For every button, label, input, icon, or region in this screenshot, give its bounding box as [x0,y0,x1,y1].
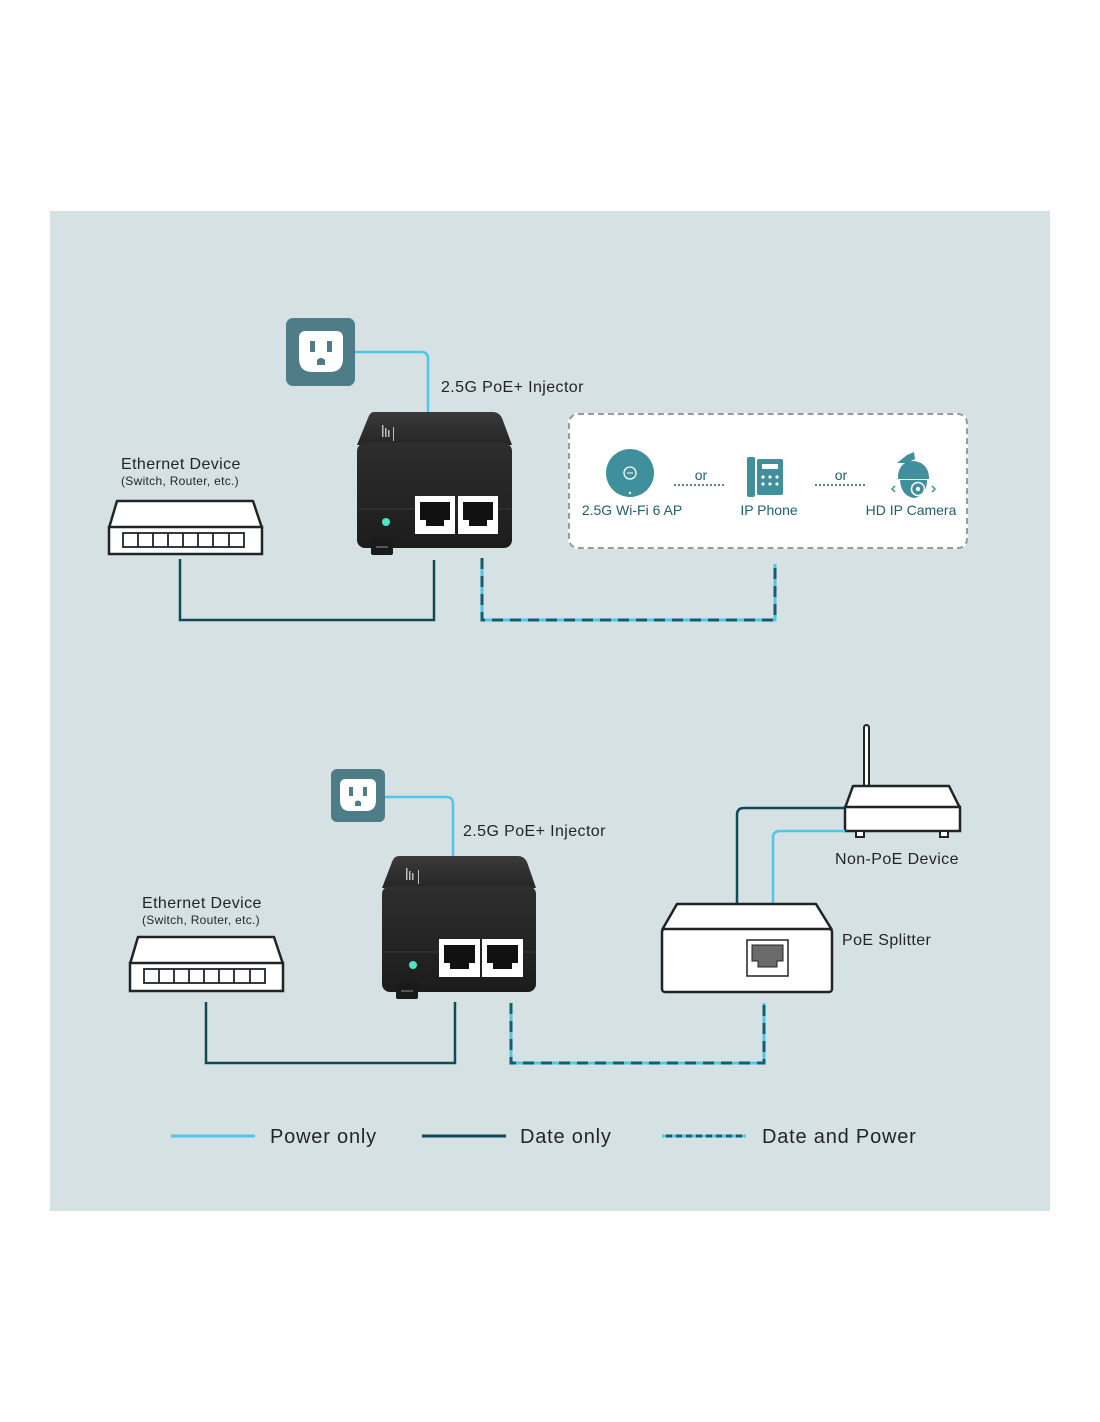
power-line [355,350,430,412]
status-led [409,961,417,969]
ethernet-switch-device [107,499,264,556]
or-label-1: or [694,467,708,483]
ip-phone-icon [747,457,783,497]
injector-label-bottom: 2.5G PoE+ Injector [463,823,606,840]
non-poe-router-device [843,724,962,838]
ethernet-device-subtitle-top: (Switch, Router, etc.) [121,474,239,488]
power-outlet-icon [331,769,385,822]
poe-splitter-device [660,902,834,994]
data-power-line [480,558,777,622]
ip-camera-icon [890,452,937,498]
ethernet-device-title-bottom: Ethernet Device [142,895,262,912]
device-label-ip-phone: IP Phone [740,502,798,518]
device-label-access-point: 2.5G Wi-Fi 6 AP [581,502,683,518]
bottom-scenario [128,724,962,1065]
data-line [178,559,436,622]
non-poe-device-label: Non-PoE Device [835,851,959,868]
power-line [771,829,845,906]
data-line [735,806,845,904]
data-power-line [509,1003,766,1065]
poe-injector-device [357,412,512,555]
device-label-ip-camera: HD IP Camera [865,502,957,518]
poe-injector-device [382,856,536,999]
status-led [382,518,390,526]
ethernet-device-title-top: Ethernet Device [121,456,241,473]
injector-label-top: 2.5G PoE+ Injector [441,379,584,396]
diagram-panel [50,211,1050,1211]
or-label-2: or [834,467,848,483]
ethernet-device-subtitle-bottom: (Switch, Router, etc.) [142,913,260,927]
power-outlet-icon [286,318,355,386]
legend-label-data-and-power: Date and Power [762,1126,917,1148]
legend-label-data-only: Date only [520,1126,612,1148]
access-point-icon [606,449,654,497]
data-line [204,1002,457,1065]
legend-label-power-only: Power only [270,1126,377,1148]
poe-devices-group: 2.5G Wi-Fi 6 AP or IP Phone or HD IP Cam… [568,413,968,549]
poe-splitter-label: PoE Splitter [842,932,932,949]
top-scenario [107,318,777,622]
power-line [385,795,455,856]
ethernet-switch-device [128,935,285,993]
